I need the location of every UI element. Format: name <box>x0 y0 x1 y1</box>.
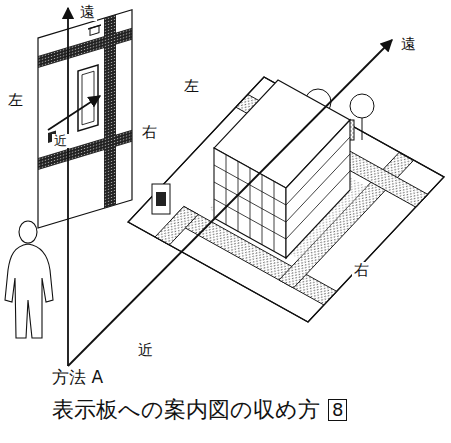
side-label: 左 <box>182 78 201 95</box>
figure-number: 8 <box>328 399 347 421</box>
side-label: 右 <box>352 262 371 279</box>
method-label: 方法 A <box>52 368 103 387</box>
figure-title: 表示板への案内図の収め方 <box>52 398 320 422</box>
ground-plane <box>128 77 444 322</box>
building <box>214 80 350 258</box>
side-label: 右 <box>140 124 159 141</box>
direction-label: 近 <box>52 134 69 148</box>
direction-label: 遠 <box>78 4 97 21</box>
small-building <box>152 184 170 214</box>
person-figure <box>5 221 53 338</box>
direction-label: 遠 <box>399 36 418 53</box>
direction-label: 近 <box>136 342 155 359</box>
direction-axes <box>48 8 392 366</box>
side-label: 左 <box>8 92 23 109</box>
sign-board <box>38 10 132 228</box>
